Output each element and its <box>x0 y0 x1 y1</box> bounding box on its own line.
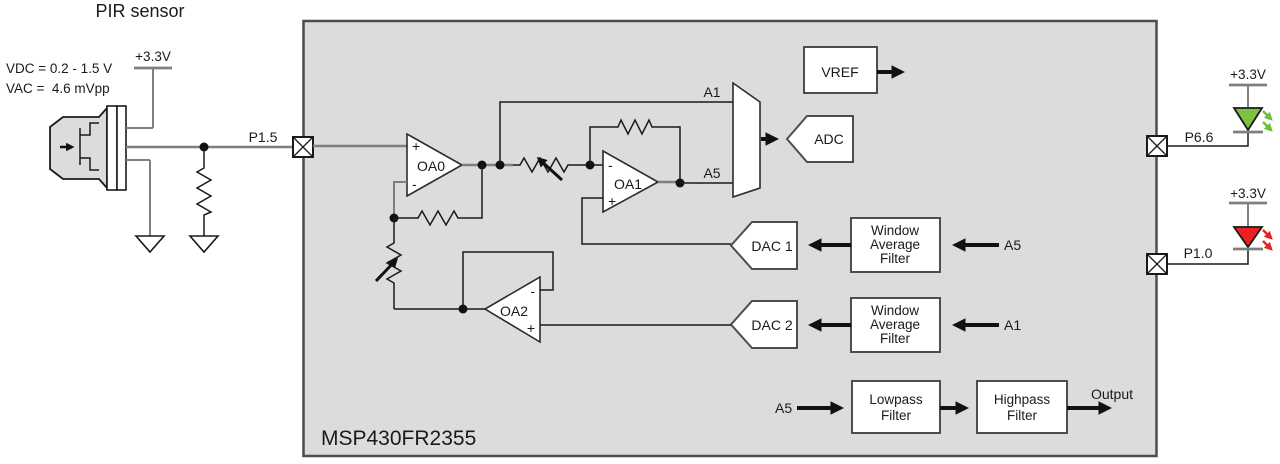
lp-a5-label: A5 <box>775 400 792 416</box>
led-light-arrow-icon <box>1262 240 1273 251</box>
oa2-plus: + <box>527 320 535 336</box>
output-label: Output <box>1091 386 1133 402</box>
pin-p6-6-label: P6.6 <box>1185 129 1214 145</box>
sensor-element-bottom <box>80 157 99 171</box>
dac2-block <box>729 300 798 349</box>
oa0-fb-wire <box>393 181 407 218</box>
lowpass-line2: Filter <box>881 408 912 423</box>
highpass-line2: Filter <box>1007 408 1038 423</box>
green-led-wire <box>1167 132 1249 147</box>
oa1-label: OA1 <box>614 176 642 192</box>
opamp-oa1 <box>602 149 660 214</box>
oa0-plus: + <box>412 138 420 154</box>
pin-p6-6: P6.6 <box>1146 129 1214 157</box>
oa1-fb-resistor <box>589 118 681 183</box>
waf1-line3: Filter <box>880 251 911 266</box>
a5-net-label: A5 <box>703 165 720 181</box>
waf1-line1: Window <box>871 223 919 238</box>
sensor-supply-rail: +3.3V <box>134 49 172 128</box>
sensor-element-top <box>80 122 99 136</box>
opamp-oa2 <box>483 275 541 344</box>
led-light-arrow-icon <box>1262 229 1273 240</box>
lowpass-line1: Lowpass <box>869 392 923 407</box>
pin-p1-5-label: P1.5 <box>249 129 278 145</box>
adc-label: ADC <box>814 131 844 147</box>
waf2-line1: Window <box>871 303 919 318</box>
rheostat-arrow-icon <box>374 257 399 283</box>
highpass-line1: Highpass <box>994 392 1051 407</box>
sensor-can-body <box>49 105 108 191</box>
dac1-label: DAC 1 <box>751 238 792 254</box>
mcu-name-label: MSP430FR2355 <box>321 427 476 450</box>
red-led-icon <box>1232 226 1264 249</box>
pir-sensor-symbol <box>49 105 153 191</box>
highpass-filter-block <box>976 380 1068 434</box>
sensor-flange-inner <box>116 105 127 191</box>
ground-icon-left <box>134 235 166 254</box>
red-led-supply-label: +3.3V <box>1230 186 1266 201</box>
oa2-fb-wire <box>462 251 554 309</box>
ground-icon-right <box>188 235 220 254</box>
pin-p1-5: P1.5 <box>249 129 314 158</box>
vdc-label: VDC = 0.2 - 1.5 V <box>6 61 112 76</box>
oa0-fb-resistor <box>394 165 483 227</box>
green-led-assembly: +3.3V <box>1229 67 1273 134</box>
waf2-a1-label: A1 <box>1004 317 1021 333</box>
pin-x-icon <box>292 136 314 158</box>
pin-p1-0-label: P1.0 <box>1184 245 1213 261</box>
green-led-supply-label: +3.3V <box>1230 67 1266 82</box>
pin-x-icon <box>1146 253 1168 275</box>
diagram-title: PIR sensor <box>95 1 184 21</box>
vref-label: VREF <box>821 64 858 80</box>
bias-resistor <box>195 147 213 236</box>
a1-net-wire <box>499 101 733 165</box>
oa0-label: OA0 <box>417 158 445 174</box>
waf1-a5-label: A5 <box>1004 237 1021 253</box>
oa2-minus: - <box>530 283 535 299</box>
vac-label: VAC = 4.6 mVpp <box>6 81 110 96</box>
red-led-assembly: +3.3V <box>1229 186 1273 251</box>
lowpass-filter-block <box>851 380 941 434</box>
oa1-plus-input-wire <box>581 197 731 245</box>
oa0-minus: - <box>412 176 417 192</box>
sensor-flange-outer <box>106 105 118 191</box>
led-light-arrow-icon <box>1262 110 1273 121</box>
oa1-minus: - <box>608 157 613 173</box>
dac1-block <box>729 221 798 270</box>
dac2-label: DAC 2 <box>751 317 792 333</box>
opamp-oa0 <box>406 132 464 198</box>
rheostat-arrow-icon <box>536 156 564 182</box>
oa2-label: OA2 <box>500 303 528 319</box>
waf2-line3: Filter <box>880 331 911 346</box>
adc-mux <box>732 81 761 199</box>
gain-rheostat-vertical <box>385 218 403 309</box>
sensor-supply-label: +3.3V <box>135 49 171 64</box>
a1-net-label: A1 <box>703 84 720 100</box>
waf2-line2: Average <box>870 317 920 332</box>
waf1-line2: Average <box>870 237 920 252</box>
oa1-plus: + <box>608 193 616 209</box>
adc-block <box>785 115 854 163</box>
pin-x-icon <box>1146 135 1168 157</box>
pin-p1-0: P1.0 <box>1146 245 1213 275</box>
led-light-arrow-icon <box>1262 121 1273 132</box>
junction-dot <box>458 304 468 314</box>
red-led-wire <box>1167 249 1249 265</box>
green-led-icon <box>1232 107 1264 132</box>
